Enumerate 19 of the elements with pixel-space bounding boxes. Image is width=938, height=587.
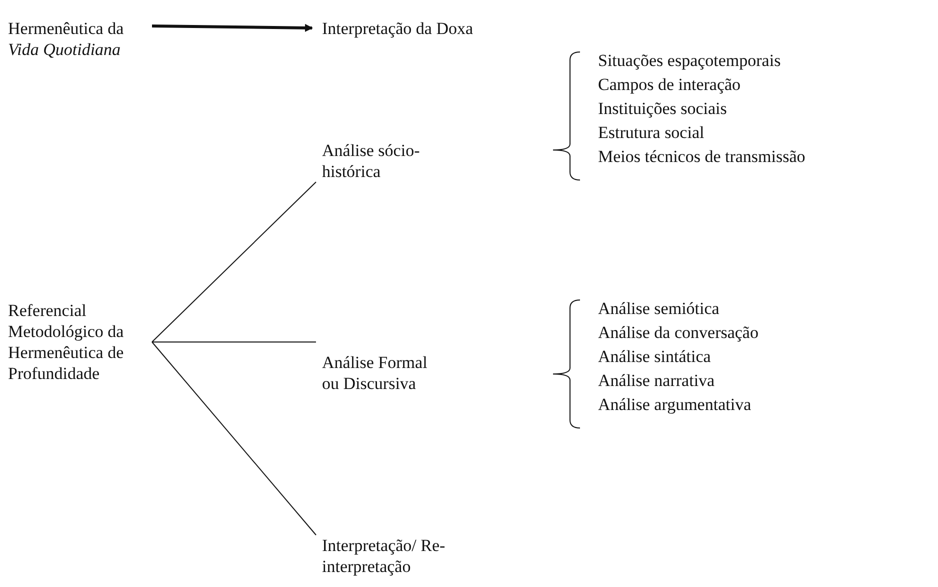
node-text: Referencial Metodológico da Hermenêutica de Profundidade xyxy=(8,300,148,384)
list-item: Análise da conversação xyxy=(598,322,758,343)
node-text: Análise Formal ou Discursiva xyxy=(322,352,447,394)
node-text: Interpretação/ Re-interpretação xyxy=(322,535,447,577)
node-text: Hermenêutica da Vida Quotidiana xyxy=(8,18,148,60)
list-item: Meios técnicos de transmissão xyxy=(598,146,806,167)
node-text: Interpretação da Doxa xyxy=(322,18,522,39)
list-item: Análise semiótica xyxy=(598,298,720,319)
list-item: Situações espaçotemporais xyxy=(598,50,781,71)
connector-line xyxy=(152,342,316,536)
arrow xyxy=(152,24,313,32)
list-item: Análise narrativa xyxy=(598,370,715,391)
node-text: Análise sócio-histórica xyxy=(322,140,447,182)
connector-line xyxy=(152,182,316,342)
list-item: Instituições sociais xyxy=(598,98,727,119)
list-item: Análise argumentativa xyxy=(598,394,752,415)
list-item: Análise sintática xyxy=(598,346,711,367)
list-item: Campos de interação xyxy=(598,74,741,95)
list-item: Estrutura social xyxy=(598,122,704,143)
